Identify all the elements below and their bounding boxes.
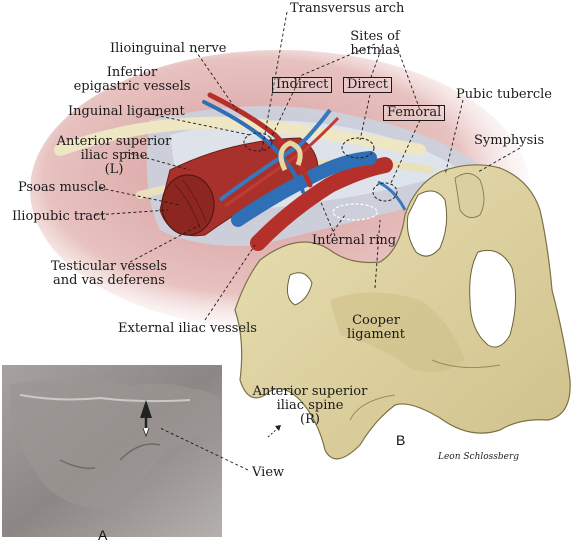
- label-inferior-epigastric-line2: epigastric vessels: [73, 79, 191, 94]
- label-testicular-line1: Testicular vessels: [50, 259, 168, 274]
- label-sites-of-hernias: Sites of hernias: [330, 30, 420, 58]
- label-indirect: Indirect: [272, 77, 333, 93]
- label-transversus-arch: Transversus arch: [290, 1, 405, 16]
- leader-lines: [94, 11, 521, 471]
- femoral-hernia-site: [372, 182, 398, 202]
- symphysis-surface: [454, 173, 485, 218]
- external-iliac-artery: [250, 157, 393, 251]
- vas-deferens: [224, 116, 340, 208]
- artist-signature: Leon Schlossberg: [438, 452, 520, 462]
- label-femoral: Femoral: [383, 105, 446, 121]
- right-foramen: [469, 249, 517, 348]
- psoas-muscle-cut-end: [161, 174, 215, 236]
- panel-label-b: B: [396, 432, 406, 448]
- internal-ring-site: [332, 203, 378, 221]
- label-asis-right: Anterior superior iliac spine (R): [240, 385, 380, 427]
- inferior-epigastric-vein: [202, 100, 305, 194]
- label-sites-of-hernias-line2: hernias: [350, 43, 400, 58]
- view-direction-arrow: [267, 427, 279, 438]
- indirect-hernia-site: [243, 132, 273, 152]
- label-cooper-ligament: Cooper ligament: [336, 314, 416, 342]
- label-direct: Direct: [343, 77, 392, 93]
- label-inferior-epigastric-line1: Inferior: [106, 65, 158, 80]
- label-view: View: [252, 465, 285, 480]
- label-inferior-epigastric: Inferior epigastric vessels: [62, 66, 202, 94]
- label-testicular-vessels: Testicular vessels and vas deferens: [34, 260, 184, 288]
- label-psoas-muscle: Psoas muscle: [18, 180, 106, 195]
- label-asis-left: Anterior superior iliac spine (L): [44, 135, 184, 177]
- label-sites-of-hernias-line1: Sites of: [350, 29, 400, 44]
- label-asis-right-line1: Anterior superior: [252, 384, 368, 399]
- label-pubic-tubercle: Pubic tubercle: [456, 87, 552, 102]
- label-asis-right-line2: iliac spine: [276, 398, 344, 413]
- pubic-ramus-shadow: [330, 292, 465, 373]
- label-internal-ring: Internal ring: [312, 233, 397, 248]
- label-asis-left-line1: Anterior superior: [56, 134, 172, 149]
- label-ilioinguinal-nerve: Ilioinguinal nerve: [110, 41, 227, 56]
- label-inguinal-ligament: Inguinal ligament: [68, 104, 185, 119]
- testicular-vessels: [218, 108, 332, 202]
- obturator-foramen: [406, 190, 448, 257]
- label-testicular-line2: and vas deferens: [53, 273, 165, 288]
- label-symphysis: Symphysis: [474, 133, 545, 148]
- label-asis-left-line2: iliac spine: [80, 148, 148, 163]
- label-asis-right-line3: (R): [300, 412, 320, 427]
- inset-a-surface: [10, 381, 220, 510]
- inferior-epigastric-artery: [207, 92, 313, 188]
- label-cooper-line1: Cooper: [352, 313, 400, 328]
- label-cooper-line2: ligament: [346, 327, 405, 342]
- label-asis-left-line3: (L): [104, 162, 124, 177]
- label-iliopubic-tract: Iliopubic tract: [12, 209, 106, 224]
- direct-hernia-site: [341, 137, 375, 159]
- panel-label-a: A: [98, 527, 108, 543]
- acetabular-notch: [286, 272, 313, 306]
- nerve-loop: [278, 140, 303, 172]
- external-iliac-vein: [231, 151, 377, 227]
- label-external-iliac-vessels: External iliac vessels: [118, 321, 257, 336]
